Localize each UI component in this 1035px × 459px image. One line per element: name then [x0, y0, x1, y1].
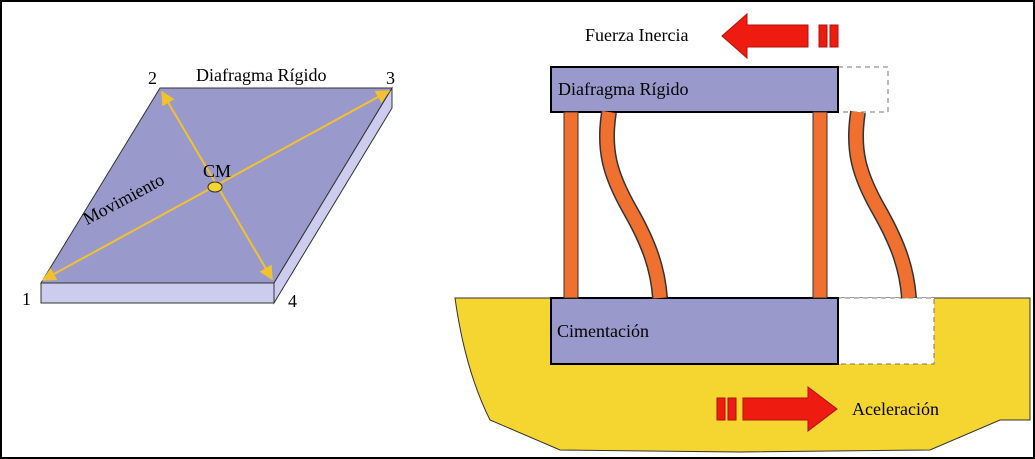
acceleration-label: Aceleración: [852, 399, 939, 419]
corner-label-2: 2: [148, 68, 157, 88]
column-left-straight: [563, 111, 579, 299]
diaphragm-displaced-outline: [837, 66, 889, 113]
slab-title: Diafragma Rígido: [196, 65, 327, 85]
foundation-displaced-outline: [835, 297, 935, 365]
column-right-deformed-fill: [849, 110, 916, 299]
center-of-mass-marker: [207, 181, 223, 193]
column-right-straight: [812, 111, 828, 299]
inertia-force-arrow: [721, 12, 839, 60]
slab-front-face: [40, 282, 275, 304]
inertia-force-label: Fuerza Inercia: [585, 25, 689, 45]
column-left-deformed-fill: [600, 110, 667, 299]
foundation-block: [550, 297, 839, 365]
corner-label-3: 3: [386, 68, 395, 88]
foundation-label: Cimentación: [557, 321, 649, 341]
center-of-mass-label: CM: [203, 161, 232, 181]
rigid-diaphragm-slab: [40, 86, 393, 305]
diaphragm-block: [550, 66, 839, 113]
corner-label-1: 1: [22, 289, 31, 309]
diaphragm-label: Diafragma Rígido: [558, 79, 689, 99]
corner-label-4: 4: [288, 291, 297, 311]
acceleration-arrow: [716, 385, 838, 433]
